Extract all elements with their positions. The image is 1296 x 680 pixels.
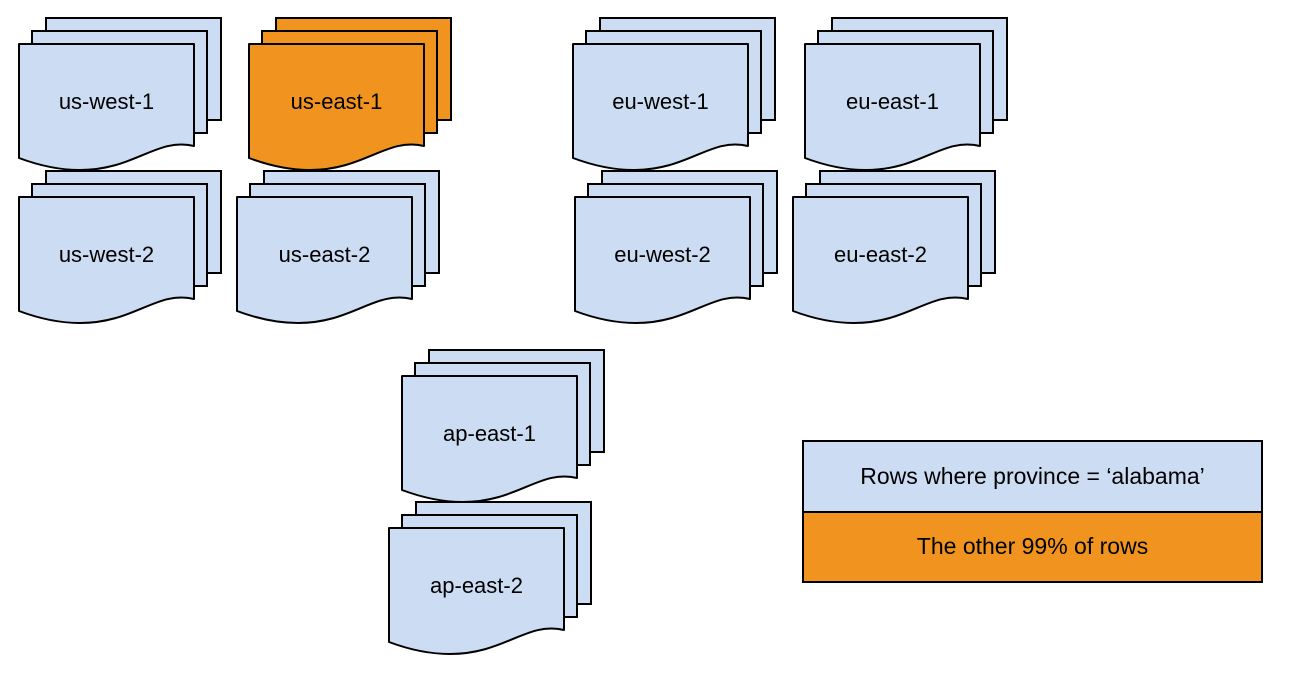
document-front-page-icon bbox=[572, 43, 749, 171]
multi-document-icon bbox=[248, 17, 452, 171]
region-label-ap-east-1: ap-east-1 bbox=[443, 421, 536, 446]
document-front-page-icon bbox=[401, 375, 578, 503]
region-label-us-east-1: us-east-1 bbox=[290, 89, 383, 114]
region-label-ap-east-2: ap-east-2 bbox=[430, 573, 523, 598]
region-stack-eu-west-2: eu-west-2 bbox=[574, 170, 778, 325]
document-front-page-icon bbox=[804, 43, 981, 171]
document-front-page-icon bbox=[18, 43, 195, 171]
region-label-us-east-2: us-east-2 bbox=[278, 242, 371, 267]
multi-document-icon bbox=[236, 170, 440, 324]
legend-item-alabama-rows-label: Rows where province = ‘alabama’ bbox=[860, 462, 1205, 489]
document-front-page-icon bbox=[248, 43, 425, 171]
region-stack-eu-east-1: eu-east-1 bbox=[804, 17, 1008, 172]
region-label-eu-east-2: eu-east-2 bbox=[834, 242, 927, 267]
multi-document-icon bbox=[804, 17, 1008, 171]
region-stack-eu-west-1: eu-west-1 bbox=[572, 17, 776, 172]
region-stack-us-east-1: us-east-1 bbox=[248, 17, 452, 172]
region-stack-us-west-2: us-west-2 bbox=[18, 170, 222, 325]
multi-document-icon bbox=[18, 17, 222, 171]
region-stack-us-east-2: us-east-2 bbox=[236, 170, 440, 325]
document-front-page-icon bbox=[236, 196, 413, 324]
legend-item-alabama-rows: Rows where province = ‘alabama’ bbox=[804, 442, 1261, 511]
multi-document-icon bbox=[572, 17, 776, 171]
multi-document-icon bbox=[401, 349, 605, 503]
document-front-page-icon bbox=[388, 527, 565, 655]
legend: Rows where province = ‘alabama’ The othe… bbox=[802, 440, 1263, 583]
multi-document-icon bbox=[18, 170, 222, 324]
region-stack-eu-east-2: eu-east-2 bbox=[792, 170, 996, 325]
region-stack-ap-east-2: ap-east-2 bbox=[388, 501, 592, 656]
region-label-eu-east-1: eu-east-1 bbox=[846, 89, 939, 114]
document-front-page-icon bbox=[792, 196, 969, 324]
region-label-us-west-2: us-west-2 bbox=[58, 242, 155, 267]
region-stack-ap-east-1: ap-east-1 bbox=[401, 349, 605, 504]
document-front-page-icon bbox=[18, 196, 195, 324]
multi-document-icon bbox=[574, 170, 778, 324]
region-stack-us-west-1: us-west-1 bbox=[18, 17, 222, 172]
multi-document-icon bbox=[792, 170, 996, 324]
region-label-us-west-1: us-west-1 bbox=[58, 89, 155, 114]
document-front-page-icon bbox=[574, 196, 751, 324]
region-label-eu-west-1: eu-west-1 bbox=[612, 89, 709, 114]
legend-item-other-rows: The other 99% of rows bbox=[804, 510, 1261, 581]
legend-item-other-rows-label: The other 99% of rows bbox=[916, 533, 1149, 560]
region-label-eu-west-2: eu-west-2 bbox=[614, 242, 711, 267]
multi-document-icon bbox=[388, 501, 592, 655]
